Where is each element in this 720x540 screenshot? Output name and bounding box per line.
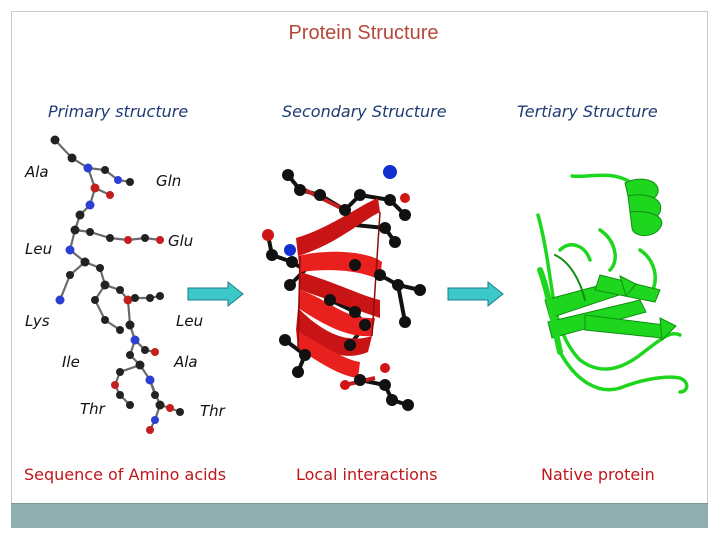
amino-acid-label: Thr <box>80 400 105 418</box>
amino-acid-label: Glu <box>168 232 194 250</box>
amino-acid-label: Ala <box>25 163 49 181</box>
heading-tertiary-structure: Tertiary Structure <box>517 102 658 121</box>
heading-primary-structure: Primary structure <box>48 102 189 121</box>
caption-native-protein: Native protein <box>541 465 655 484</box>
amino-acid-label: Leu <box>25 240 53 258</box>
amino-acid-label: Lys <box>25 312 50 330</box>
amino-acid-label: Ile <box>62 353 80 371</box>
caption-local-interactions: Local interactions <box>296 465 438 484</box>
amino-acid-label: Leu <box>176 312 204 330</box>
right-arrow-icon <box>447 280 504 308</box>
heading-secondary-structure: Secondary Structure <box>282 102 447 121</box>
footer-bar <box>11 503 708 528</box>
caption-sequence: Sequence of Amino acids <box>24 465 227 484</box>
right-arrow-icon <box>187 280 244 308</box>
amino-acid-label: Gln <box>156 172 182 190</box>
amino-acid-label: Ala <box>174 353 198 371</box>
slide-title: Protein Structure <box>288 22 439 44</box>
amino-acid-label: Thr <box>200 402 225 420</box>
